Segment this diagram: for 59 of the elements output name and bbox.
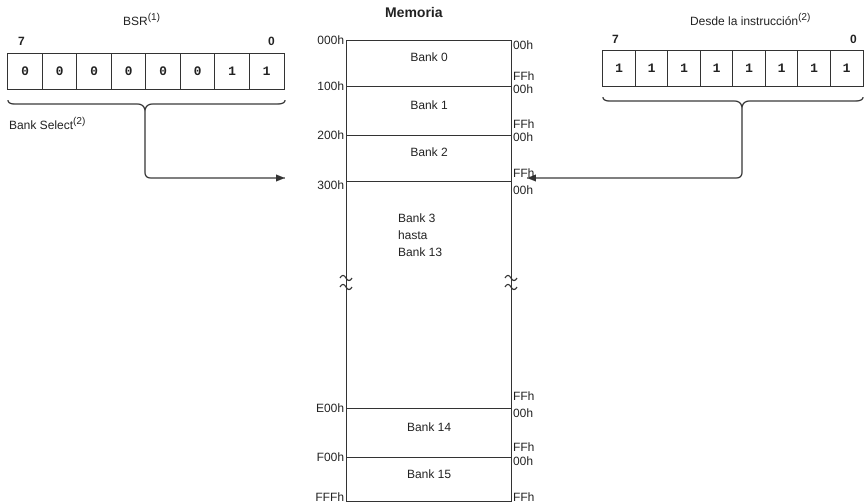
bit-cell: 1 <box>214 53 250 90</box>
register <box>5 10 287 134</box>
bit-cell: 0 <box>42 53 78 90</box>
bit-number: 0 <box>850 33 857 46</box>
address-label: 00h <box>513 184 534 197</box>
bit-cell: 1 <box>764 50 798 87</box>
address-label: FFFh <box>315 491 344 504</box>
memory-bank <box>346 40 512 86</box>
bit-cell: 1 <box>667 50 701 87</box>
arrow <box>527 134 743 182</box>
bit-cell: 1 <box>634 50 668 87</box>
bit-number: 7 <box>612 33 619 46</box>
address-label: 00h <box>513 39 534 52</box>
bit-number: 0 <box>268 35 275 48</box>
address-label: 00h <box>513 455 534 468</box>
memory-title: Memoria <box>385 4 443 20</box>
bit-cell: 0 <box>180 53 216 90</box>
bit-cell: 0 <box>110 53 146 90</box>
bit-cell: 1 <box>797 50 831 87</box>
bit-cell: 1 <box>732 50 766 87</box>
address-label: FFh <box>513 390 534 403</box>
address-label: FFh <box>513 491 534 504</box>
address-label: E00h <box>316 402 344 415</box>
register-caption: Bank Select$^{(2)}$ <box>9 116 86 132</box>
arrow <box>144 134 285 182</box>
address-label: 300h <box>317 179 344 192</box>
address-label: 000h <box>317 34 344 47</box>
bit-cell: 0 <box>7 53 43 90</box>
register-title: BSR$^{(1)}$ <box>123 12 160 28</box>
address-label: 00h <box>513 407 534 420</box>
bank-label: Bank 1 <box>410 98 448 114</box>
address-label: F00h <box>316 451 344 464</box>
bit-cell: 0 <box>145 53 181 90</box>
register-title: Desde la instrucción$^{(2)}$ <box>690 12 810 28</box>
address-label: 00h <box>513 83 534 96</box>
memory-bank <box>346 135 512 181</box>
address-label: FFh <box>513 118 534 131</box>
bank-label: Bank 14 <box>406 420 452 436</box>
address-label: FFh <box>513 441 534 454</box>
bank-label: Bank 2 <box>410 145 448 161</box>
memory-bank <box>346 457 512 502</box>
address-label: 00h <box>513 131 534 144</box>
address-label: FFh <box>513 167 534 180</box>
memory-bank <box>346 181 512 408</box>
address-label: FFh <box>513 70 534 83</box>
bit-cell: 0 <box>76 53 112 90</box>
address-label: 200h <box>317 129 344 142</box>
address-label: 100h <box>317 80 344 93</box>
bank-label: Bank 0 <box>410 50 448 66</box>
bit-cell: 1 <box>700 50 734 87</box>
bank-label: Bank 15 <box>406 466 452 482</box>
bit-number: 7 <box>18 35 25 48</box>
bank-label: Bank 3 hasta Bank 13 <box>398 210 444 261</box>
bit-cell: 1 <box>248 53 284 90</box>
bit-cell: 1 <box>602 50 636 87</box>
memory-bank <box>346 86 512 135</box>
bit-cell: 1 <box>830 50 864 87</box>
register <box>600 10 865 134</box>
memory-bank <box>346 408 512 457</box>
